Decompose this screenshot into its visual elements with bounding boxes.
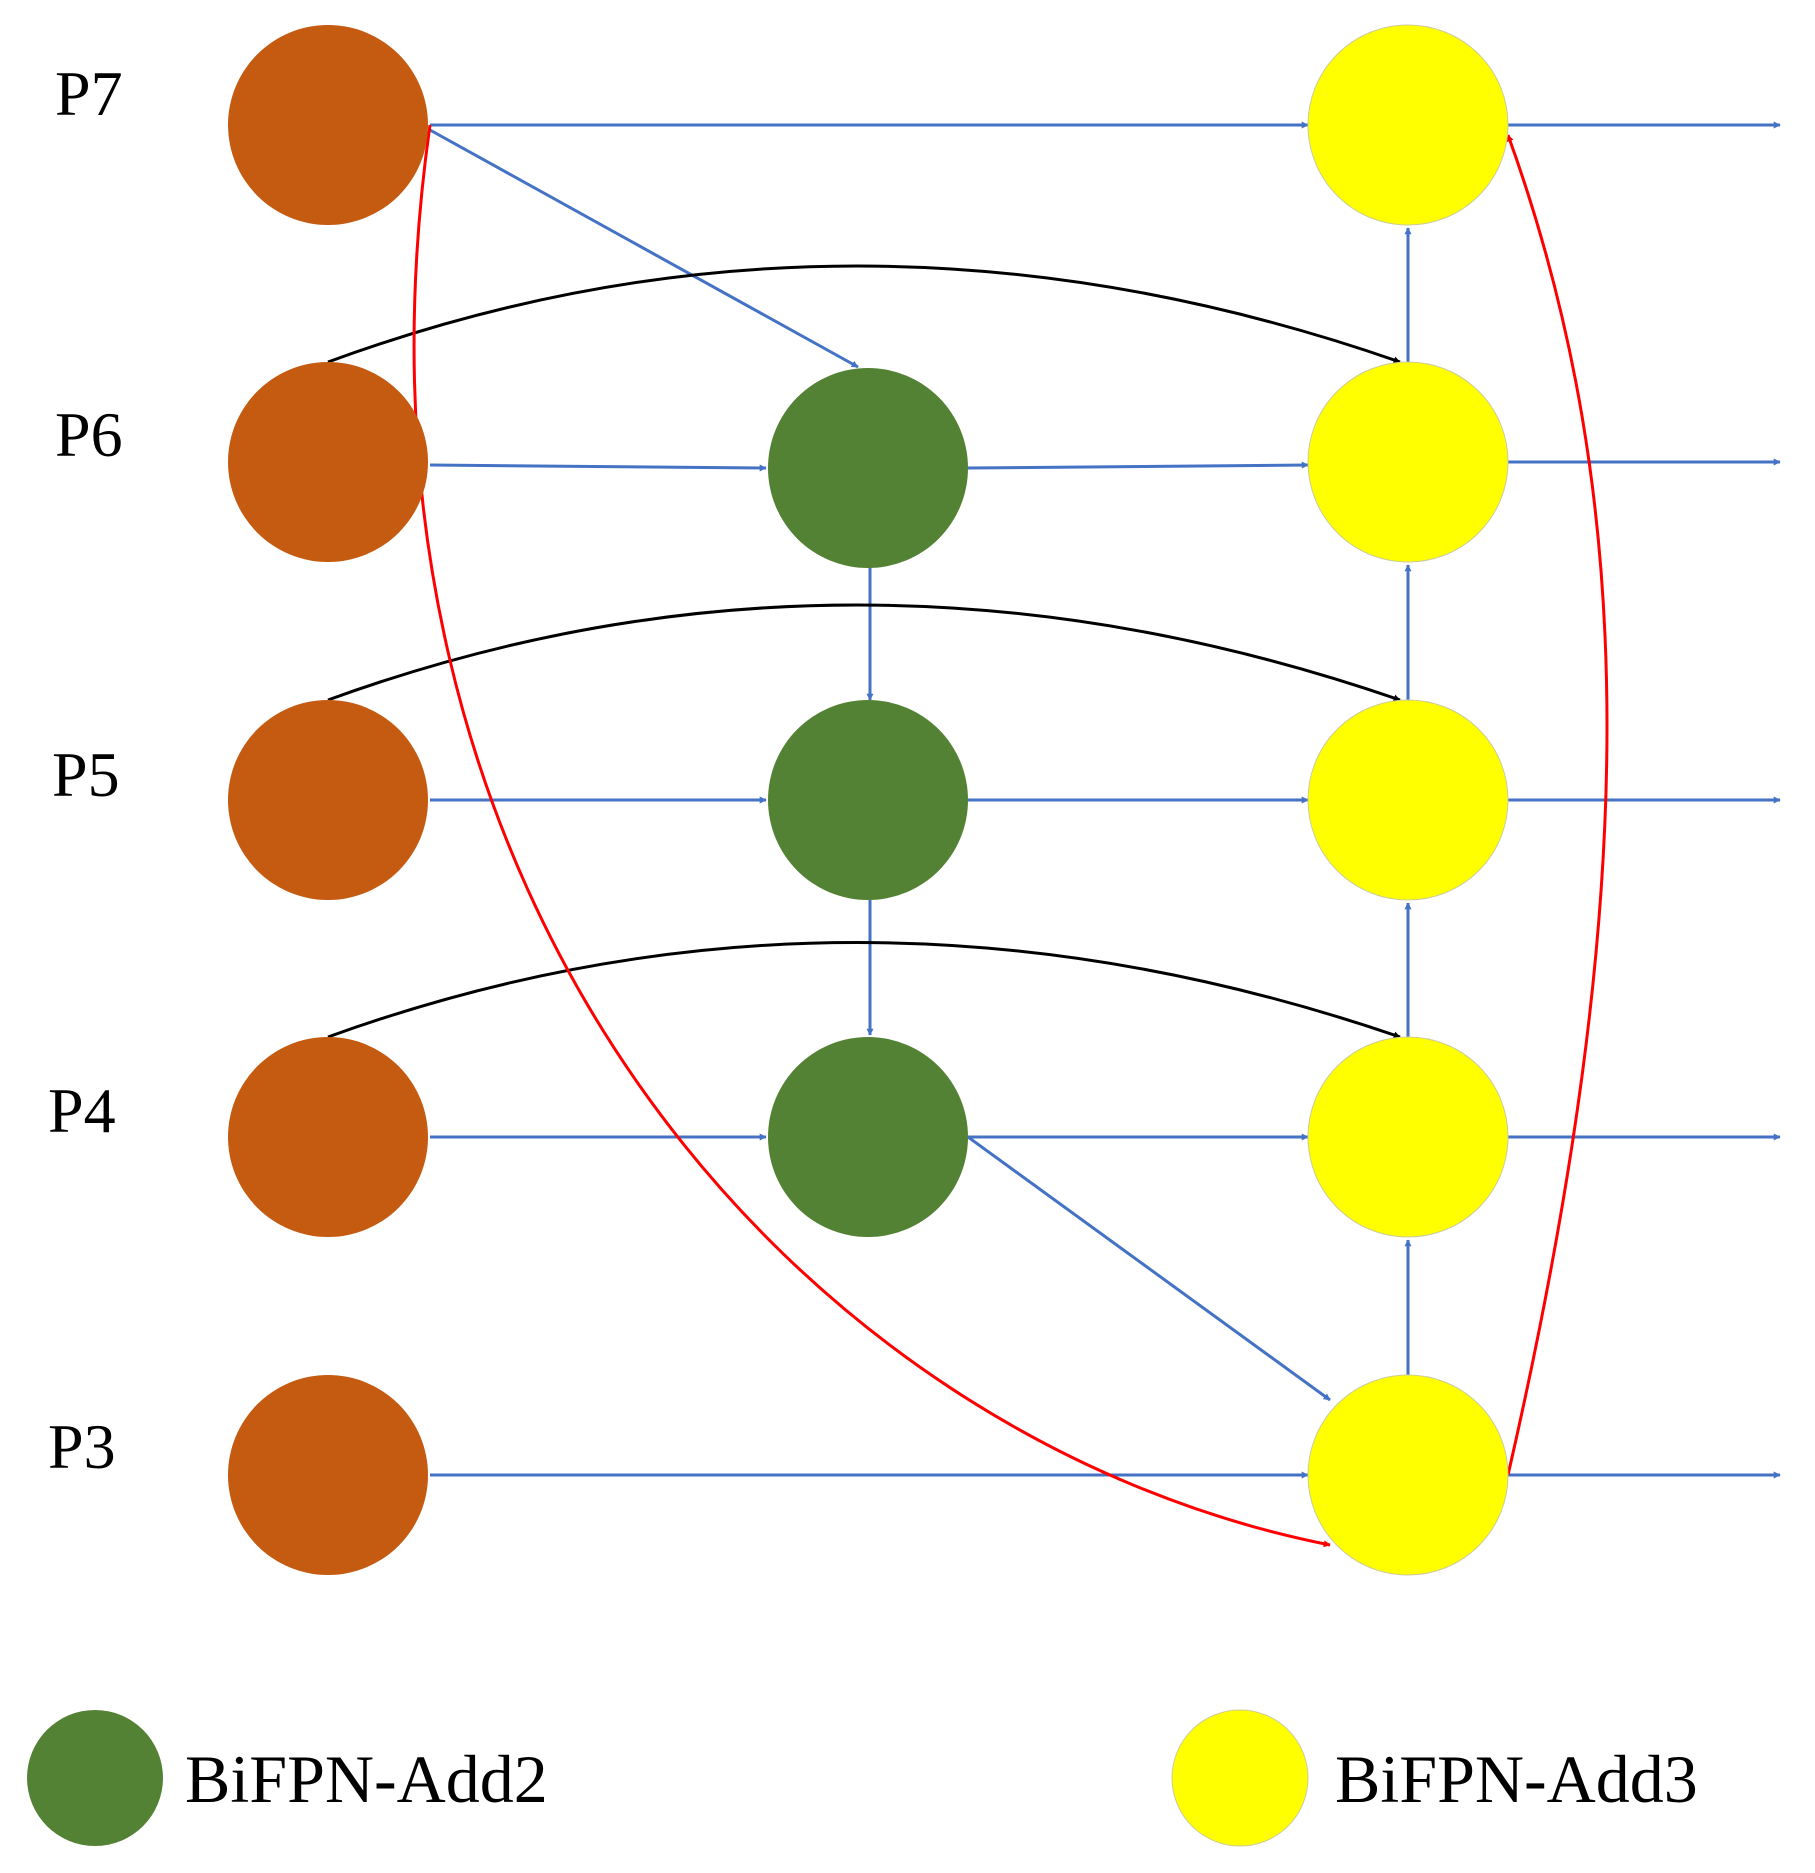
input-node-p6 [228, 362, 428, 562]
input-node-p3 [228, 1375, 428, 1575]
add2-nodes [768, 368, 968, 1237]
level-label-p5: P5 [52, 739, 120, 810]
skip-edge-p4 [327, 941, 1401, 1039]
edges-skip [327, 264, 1401, 1039]
input-nodes [228, 25, 428, 1575]
legend-add2-swatch [27, 1710, 163, 1846]
add2-node-p5 [768, 700, 968, 900]
level-label-p4: P4 [48, 1075, 116, 1146]
legend-add3-label: BiFPN-Add3 [1335, 1741, 1698, 1817]
add3-node-p6 [1307, 361, 1509, 563]
input-node-p7 [228, 25, 428, 225]
add3-node-p4 [1307, 1036, 1509, 1238]
level-label-p3: P3 [48, 1411, 116, 1482]
edge-p6-in-to-mid [429, 463, 767, 472]
legend: BiFPN-Add2 BiFPN-Add3 [27, 1709, 1698, 1847]
input-node-p4 [228, 1037, 428, 1237]
add2-node-p6 [768, 368, 968, 568]
legend-add3-swatch [1171, 1709, 1309, 1847]
add3-node-p7 [1307, 24, 1509, 226]
add3-node-p5 [1307, 699, 1509, 901]
skip-edge-p6 [327, 264, 1401, 364]
edge-p6-mid-to-out [967, 461, 1309, 470]
edges-main [429, 121, 1781, 1479]
edge-p4-mid-to-p3-out [967, 1135, 1331, 1402]
edge-p7-to-p6-mid [429, 128, 859, 369]
cross-edge-p3-to-p7 [1506, 134, 1609, 1476]
skip-edge-p5 [327, 603, 1401, 702]
add3-nodes [1307, 24, 1509, 1576]
level-label-p6: P6 [55, 399, 123, 470]
add3-node-p3 [1307, 1374, 1509, 1576]
legend-add2-label: BiFPN-Add2 [185, 1741, 548, 1817]
level-label-p7: P7 [55, 58, 123, 129]
input-node-p5 [228, 700, 428, 900]
add2-node-p4 [768, 1037, 968, 1237]
